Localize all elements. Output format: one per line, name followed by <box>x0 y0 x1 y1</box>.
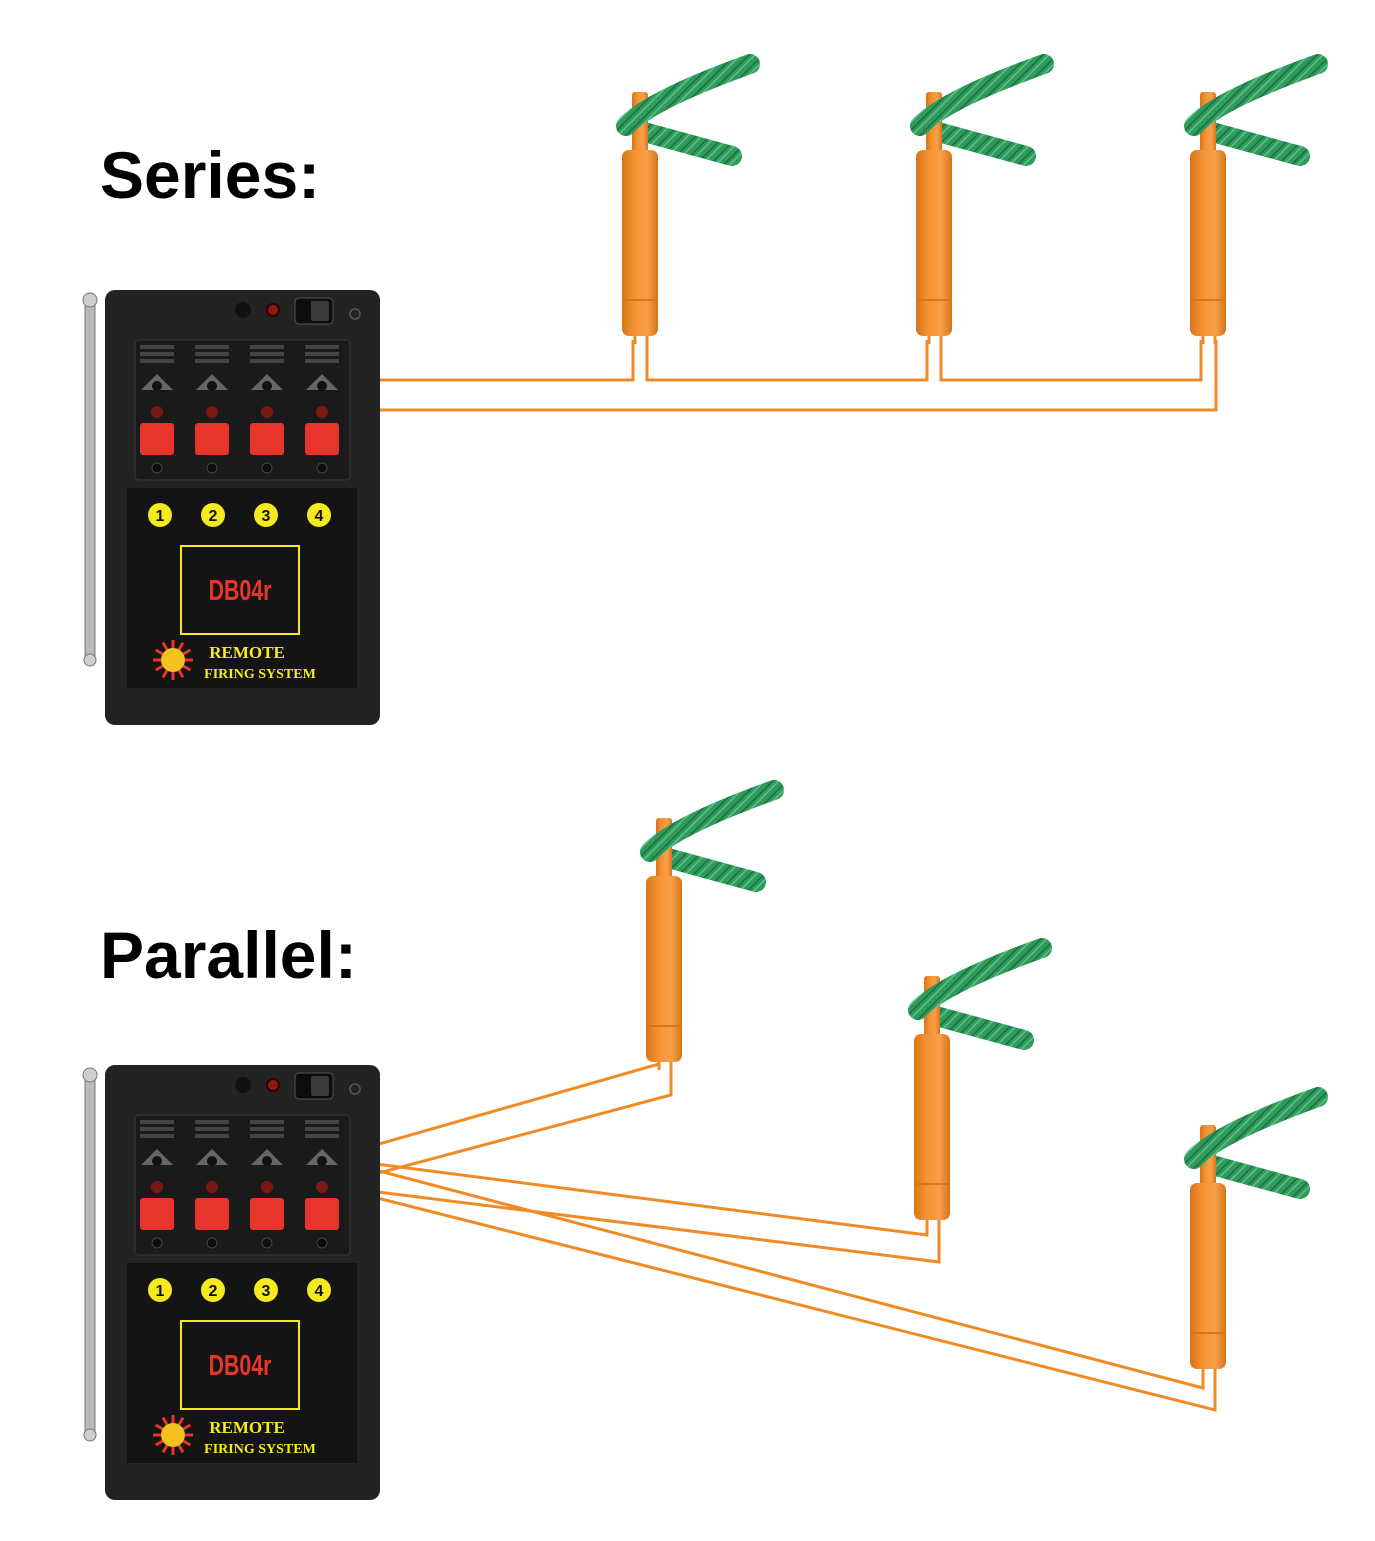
display-frame <box>180 1320 300 1410</box>
igniter-body <box>916 150 952 336</box>
channel-number-badge <box>307 503 331 527</box>
channel-number-text: 3 <box>262 1283 271 1300</box>
channel-number-text: 4 <box>315 508 324 525</box>
channel-number-text: 1 <box>156 508 165 525</box>
sun-logo-icon <box>153 1415 193 1455</box>
electric-igniter <box>908 938 1052 1228</box>
brand-line-1: REMOTE <box>209 643 285 662</box>
antenna-icon <box>82 292 98 667</box>
jack-icon <box>235 302 251 318</box>
fuse-lower <box>658 848 766 892</box>
led-icon <box>266 303 280 317</box>
wire <box>645 340 929 382</box>
channel-number-badge <box>148 503 172 527</box>
channel-number-text: 3 <box>262 508 271 525</box>
igniter-body <box>914 1034 950 1220</box>
brand-line-2: FIRING SYSTEM <box>204 1442 316 1457</box>
channel-number-badge <box>307 1278 331 1302</box>
igniter-body <box>646 876 682 1062</box>
wire <box>325 340 635 382</box>
fuse-upper <box>1184 54 1328 136</box>
wire <box>329 1184 1217 1412</box>
terminal-button <box>250 423 284 455</box>
channel-number-badge <box>148 1278 172 1302</box>
series-title: Series: <box>100 138 321 212</box>
channel-number-badge <box>201 1278 225 1302</box>
channel-number-badge <box>201 503 225 527</box>
channel-number-badge <box>254 503 278 527</box>
igniter-body <box>1190 1183 1226 1369</box>
channel-number-text: 4 <box>315 1283 324 1300</box>
terminal-2 <box>195 1120 229 1249</box>
fuse-lower <box>1202 1155 1310 1199</box>
electric-igniter <box>616 54 760 344</box>
electric-igniter <box>910 54 1054 344</box>
model-label: DB04r <box>209 1350 272 1382</box>
terminal-3 <box>250 345 284 474</box>
terminal-3 <box>250 1120 284 1249</box>
terminal-1 <box>140 1120 174 1249</box>
terminal-button <box>305 423 339 455</box>
terminal-button <box>195 423 229 455</box>
wires-layer <box>325 340 1218 1412</box>
channel-number-text: 2 <box>209 1283 218 1300</box>
channel-number-badge <box>254 1278 278 1302</box>
terminal-block <box>134 1114 351 1256</box>
wire <box>329 1156 1205 1390</box>
jack-icon <box>235 1077 251 1093</box>
terminal-button <box>140 423 174 455</box>
igniters-layer <box>616 54 1328 1377</box>
electric-igniter <box>1184 54 1328 344</box>
sun-logo-icon <box>153 640 193 680</box>
fuse-upper <box>616 54 760 136</box>
brand-line-1: REMOTE <box>209 1418 285 1437</box>
display-frame <box>180 545 300 635</box>
terminal-4 <box>305 1120 339 1249</box>
fuse-upper <box>640 780 784 862</box>
terminal-button <box>305 1198 339 1230</box>
fuse-lower <box>634 122 742 166</box>
power-icon <box>349 308 361 320</box>
wire <box>939 340 1203 382</box>
electric-igniter <box>1184 1087 1328 1377</box>
terminal-4 <box>305 345 339 474</box>
fuse-upper <box>908 938 1052 1020</box>
model-label: DB04r <box>209 575 272 607</box>
brand-line-2: FIRING SYSTEM <box>204 667 316 682</box>
parallel-title: Parallel: <box>100 918 357 992</box>
terminal-button <box>195 1198 229 1230</box>
fuse-upper <box>910 54 1054 136</box>
terminal-button <box>250 1198 284 1230</box>
power-icon <box>349 1083 361 1095</box>
wire <box>325 340 1218 412</box>
channel-number-text: 2 <box>209 508 218 525</box>
terminal-2 <box>195 345 229 474</box>
antenna-icon <box>82 1067 98 1442</box>
wire <box>329 1064 673 1188</box>
electric-igniter <box>640 780 784 1070</box>
channel-number-text: 1 <box>156 1283 165 1300</box>
terminal-block <box>134 339 351 481</box>
fuse-lower <box>926 1006 1034 1050</box>
fuse-lower <box>928 122 1036 166</box>
terminal-1 <box>140 345 174 474</box>
igniter-body <box>622 150 658 336</box>
wire <box>329 1062 660 1160</box>
fuse-lower <box>1202 122 1310 166</box>
terminal-button <box>140 1198 174 1230</box>
led-icon <box>266 1078 280 1092</box>
fuse-upper <box>1184 1087 1328 1169</box>
igniter-body <box>1190 150 1226 336</box>
